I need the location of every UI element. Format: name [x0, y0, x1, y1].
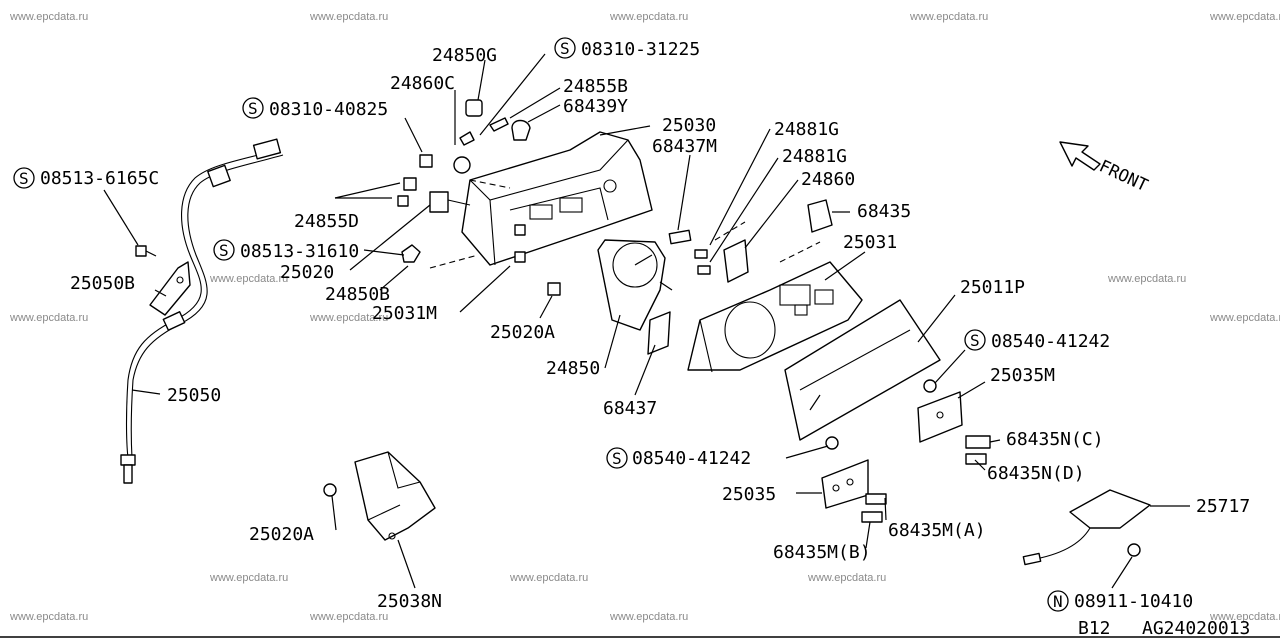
- watermark: www.epcdata.ru: [1107, 273, 1186, 285]
- watermark-layer: www.epcdata.ru www.epcdata.ru www.epcdat…: [9, 11, 1280, 623]
- standard-part-s-icon: [242, 97, 264, 119]
- standard-part-s-icon: S: [970, 331, 980, 350]
- part-label: 08540-41242: [632, 448, 751, 469]
- indicator-tiles: [861, 435, 991, 523]
- standard-part-s-icon: [13, 167, 35, 189]
- part-label: 68437: [603, 398, 657, 419]
- standard-part-s-icon: [554, 37, 576, 59]
- part-label: 68435M(B): [773, 542, 871, 563]
- part-label: 08911-10410: [1074, 591, 1193, 612]
- watermark: www.epcdata.ru: [509, 572, 588, 584]
- part-label: 24860C: [390, 73, 455, 94]
- standard-part-s-icon: S: [219, 241, 229, 260]
- part-label: 68435N(D): [987, 463, 1085, 484]
- small-tabs: [668, 229, 749, 283]
- front-direction-indicator: FRONT: [1059, 141, 1151, 196]
- leader-lines: [103, 53, 1190, 589]
- watermark: www.epcdata.ru: [9, 312, 88, 324]
- part-label: 25011P: [960, 277, 1025, 298]
- standard-part-s-icon: [606, 447, 628, 469]
- watermark: www.epcdata.ru: [209, 572, 288, 584]
- part-label: 25031M: [372, 303, 437, 324]
- part-label: 08513-6165C: [40, 168, 159, 189]
- cluster-housing: [461, 131, 653, 266]
- page-reference: B12: [1078, 618, 1111, 639]
- part-label: 68435N(C): [1006, 429, 1104, 450]
- standard-part-s-icon: [213, 239, 235, 261]
- part-label: 25020A: [490, 322, 555, 343]
- standard-part-s-icon: [964, 329, 986, 351]
- cluster-lens: [784, 299, 941, 441]
- speedometer-gauge: [597, 239, 673, 331]
- part-label: 24855D: [294, 211, 359, 232]
- part-label: 25038N: [377, 591, 442, 612]
- part-label: 24850: [546, 358, 600, 379]
- part-label: 25035: [722, 484, 776, 505]
- part-label: 24860: [801, 169, 855, 190]
- watermark: www.epcdata.ru: [209, 273, 288, 285]
- part-label: 24855B: [563, 76, 628, 97]
- bracket-screw: [135, 245, 157, 257]
- part-label: 68435: [857, 201, 911, 222]
- part-label: 24881G: [782, 146, 847, 167]
- speedometer-cable: [120, 138, 284, 484]
- part-labels: 24850G 08310-31225 24860C 24855B 68439Y …: [40, 39, 1250, 612]
- watermark: www.epcdata.ru: [9, 11, 88, 23]
- filter-plate: [647, 311, 671, 355]
- part-label: 08310-31225: [581, 39, 700, 60]
- part-label: 68439Y: [563, 96, 628, 117]
- part-label: 25035M: [990, 365, 1055, 386]
- watermark: www.epcdata.ru: [309, 312, 388, 324]
- part-label: 68435M(A): [888, 520, 986, 541]
- part-label: 68437M: [652, 136, 717, 157]
- part-label: 25020A: [249, 524, 314, 545]
- sensor-unit: [1022, 489, 1151, 566]
- cable-bracket: [149, 261, 191, 316]
- watermark: www.epcdata.ru: [807, 572, 886, 584]
- watermark: www.epcdata.ru: [9, 611, 88, 623]
- standard-part-s-icon: S: [612, 449, 622, 468]
- mounting-bracket: [354, 451, 436, 541]
- assembly-guides: [429, 179, 821, 269]
- watermark: www.epcdata.ru: [609, 11, 688, 23]
- part-label: 24881G: [774, 119, 839, 140]
- watermark: www.epcdata.ru: [609, 611, 688, 623]
- bulb-socket-group: [397, 99, 561, 296]
- watermark: www.epcdata.ru: [309, 11, 388, 23]
- watermark: www.epcdata.ru: [1209, 611, 1280, 623]
- part-label: 08310-40825: [269, 99, 388, 120]
- part-label: 24850B: [325, 284, 390, 305]
- part-label: 25050B: [70, 273, 135, 294]
- nut-part-n-icon: N: [1053, 592, 1063, 611]
- small-screws: [323, 379, 937, 497]
- front-label: FRONT: [1096, 156, 1151, 196]
- warning-cover: [807, 199, 833, 233]
- watermark: www.epcdata.ru: [309, 611, 388, 623]
- part-label: 25031: [843, 232, 897, 253]
- nut-part-n-icon: [1047, 590, 1069, 612]
- standard-part-s-icon: S: [248, 99, 258, 118]
- part-label: 25717: [1196, 496, 1250, 517]
- standard-part-symbols: S S S S S S N: [13, 37, 1069, 612]
- standard-part-s-icon: S: [19, 169, 29, 188]
- part-label: 25020: [280, 262, 334, 283]
- lamp-plate-lower: [821, 459, 869, 509]
- part-label: 08513-31610: [240, 241, 359, 262]
- cluster-bezel: [687, 261, 863, 373]
- watermark: www.epcdata.ru: [909, 11, 988, 23]
- diagram-code: AG24020013: [1142, 618, 1250, 639]
- front-arrow-icon: [1059, 141, 1101, 171]
- part-label: 25030: [662, 115, 716, 136]
- part-label: 08540-41242: [991, 331, 1110, 352]
- standard-part-s-icon: S: [560, 39, 570, 58]
- part-label: 24850G: [432, 45, 497, 66]
- lamp-plate-upper: [917, 391, 963, 443]
- watermark: www.epcdata.ru: [1209, 11, 1280, 23]
- watermark: www.epcdata.ru: [1209, 312, 1280, 324]
- part-label: 25050: [167, 385, 221, 406]
- footer: B12 AG24020013: [0, 618, 1280, 639]
